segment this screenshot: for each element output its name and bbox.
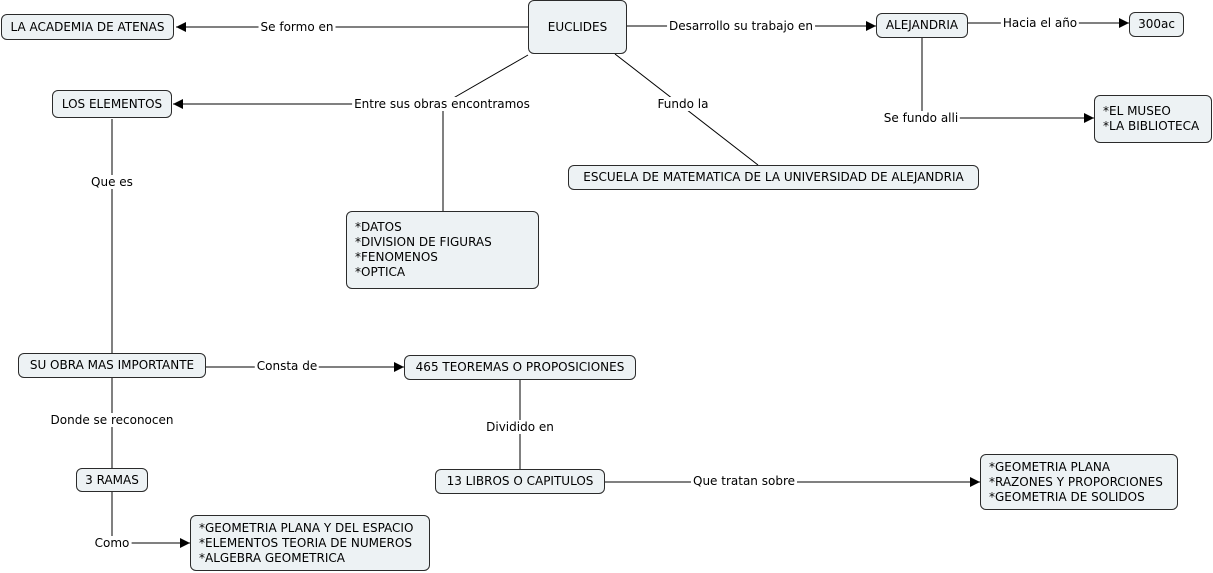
node-ramas[interactable]: 3 RAMAS [76, 468, 148, 492]
node-temas-line-1: *GEOMETRIA PLANA [989, 459, 1111, 474]
node-alejandria-text: ALEJANDRIA [885, 18, 959, 32]
node-euclides-text: EUCLIDES [547, 19, 608, 34]
node-year[interactable]: 300ac [1129, 12, 1184, 37]
node-obra-importante[interactable]: SU OBRA MAS IMPORTANTE [18, 353, 206, 378]
node-ramas-list-line-1: *GEOMETRIA PLANA Y DEL ESPACIO [199, 520, 414, 535]
node-museo-line-2: *LA BIBLIOTECA [1103, 119, 1200, 133]
node-libros-text: 13 LIBROS O CAPITULOS [446, 474, 594, 488]
node-teoremas[interactable]: 465 TEOREMAS O PROPOSICIONES [404, 355, 636, 380]
node-elementos-text: LOS ELEMENTOS [61, 96, 163, 111]
node-obra-importante-text: SU OBRA MAS IMPORTANTE [29, 358, 195, 372]
label-que-tratan-sobre: Que tratan sobre [691, 474, 797, 488]
label-que-es: Que es [89, 175, 135, 189]
label-dividido-en: Dividido en [484, 420, 556, 434]
node-teoremas-text: 465 TEOREMAS O PROPOSICIONES [415, 360, 625, 374]
node-temas-line-3: *GEOMETRIA DE SOLIDOS [989, 489, 1145, 504]
node-academia[interactable]: LA ACADEMIA DE ATENAS [1, 14, 174, 40]
node-obras[interactable]: *DATOS *DIVISION DE FIGURAS *FENOMENOS *… [346, 211, 539, 289]
node-obras-line-1: *DATOS [355, 220, 402, 234]
node-museo[interactable]: *EL MUSEO *LA BIBLIOTECA [1094, 95, 1212, 143]
edge-euclides-obras [442, 54, 529, 211]
node-ramas-list-line-2: *ELEMENTOS TEORIA DE NUMEROS [199, 535, 412, 550]
node-ramas-list-line-3: *ALGEBRA GEOMETRICA [199, 550, 345, 565]
node-alejandria[interactable]: ALEJANDRIA [876, 13, 968, 38]
label-consta-de: Consta de [254, 359, 320, 373]
label-donde-se-reconocen: Donde se reconocen [48, 413, 176, 427]
node-escuela[interactable]: ESCUELA DE MATEMATICA DE LA UNIVERSIDAD … [568, 165, 979, 190]
label-se-formo-en: Se formo en [258, 20, 336, 34]
node-elementos[interactable]: LOS ELEMENTOS [52, 90, 172, 118]
node-museo-line-1: *EL MUSEO [1103, 104, 1171, 118]
node-temas-line-2: *RAZONES Y PROPORCIONES [989, 474, 1163, 489]
node-obras-line-2: *DIVISION DE FIGURAS [355, 235, 492, 249]
node-ramas-text: 3 RAMAS [85, 472, 139, 487]
node-euclides[interactable]: EUCLIDES [528, 0, 627, 54]
label-fundo-la: Fundo la [655, 97, 711, 111]
label-desarrollo: Desarrollo su trabajo en [667, 19, 815, 33]
node-academia-text: LA ACADEMIA DE ATENAS [10, 19, 165, 34]
node-escuela-text: ESCUELA DE MATEMATICA DE LA UNIVERSIDAD … [583, 170, 964, 184]
node-temas[interactable]: *GEOMETRIA PLANA *RAZONES Y PROPORCIONES… [980, 454, 1178, 510]
node-ramas-list[interactable]: *GEOMETRIA PLANA Y DEL ESPACIO *ELEMENTO… [190, 515, 430, 571]
label-se-fundo-alli: Se fundo alli [881, 111, 961, 125]
label-entre-sus-obras: Entre sus obras encontramos [352, 97, 532, 111]
label-como: Como [92, 536, 132, 550]
edge-alejandria-museo [921, 38, 1094, 123]
node-libros[interactable]: 13 LIBROS O CAPITULOS [435, 469, 605, 494]
label-hacia-el-ano: Hacia el año [1000, 16, 1080, 30]
node-obras-line-4: *OPTICA [355, 265, 406, 279]
node-obras-line-3: *FENOMENOS [355, 250, 438, 264]
node-year-text: 300ac [1138, 17, 1175, 31]
